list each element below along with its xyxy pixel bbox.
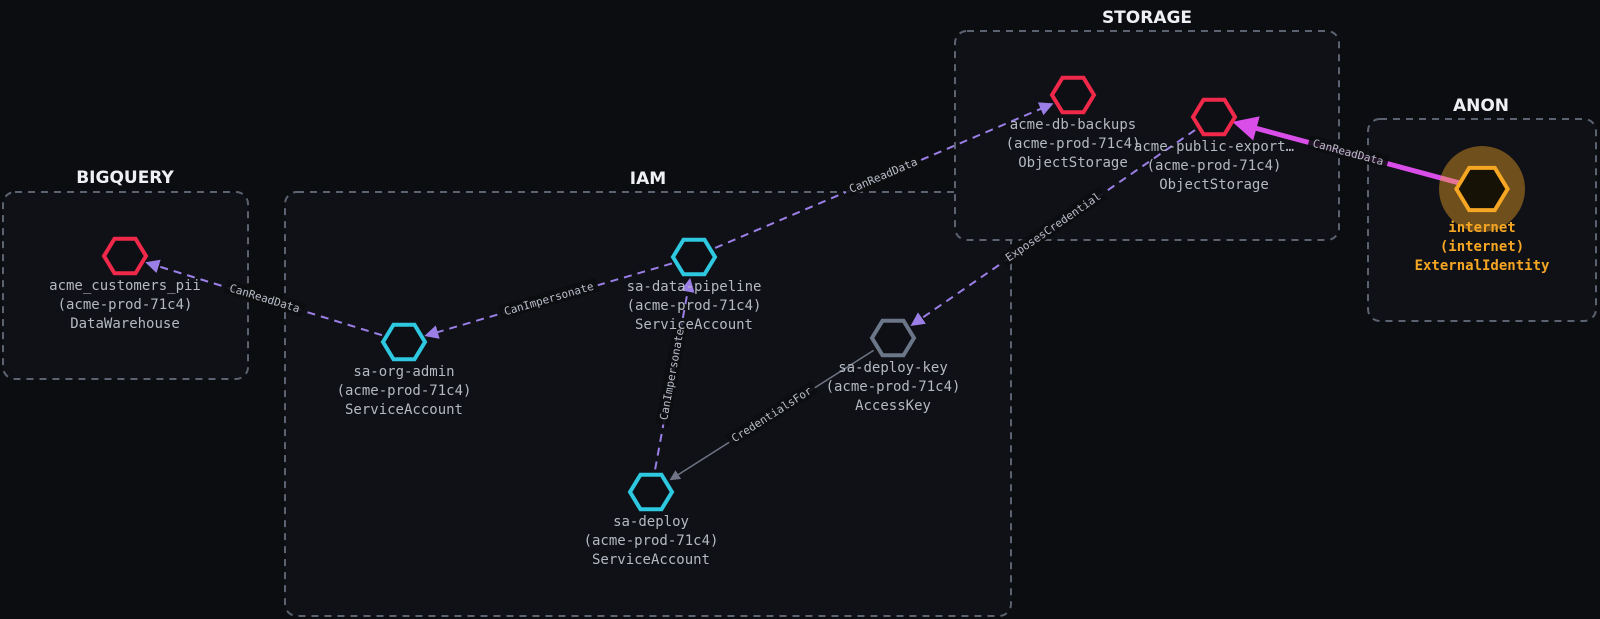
edge-label-background bbox=[724, 380, 819, 448]
group-bigquery-title: BIGQUERY bbox=[76, 168, 174, 188]
edge-label-background bbox=[223, 279, 306, 317]
node-type: ObjectStorage bbox=[1018, 155, 1128, 171]
node-type: ExternalIdentity bbox=[1415, 258, 1550, 274]
group-storage[interactable]: STORAGE bbox=[954, 8, 1340, 241]
group-bigquery[interactable]: BIGQUERY bbox=[2, 168, 249, 380]
node-type: ServiceAccount bbox=[592, 552, 710, 568]
node-name: acme-db-backups bbox=[1010, 117, 1136, 133]
group-iam[interactable]: IAM bbox=[284, 169, 1012, 617]
edge-label-background bbox=[1306, 134, 1390, 170]
group-anon-title: ANON bbox=[1453, 96, 1509, 116]
group-iam-title: IAM bbox=[630, 169, 666, 189]
edge-label-background bbox=[655, 322, 688, 426]
node-project: (acme-prod-71c4) bbox=[1006, 136, 1141, 152]
node-type: DataWarehouse bbox=[70, 316, 180, 332]
key-hexagon-icon bbox=[869, 318, 917, 358]
node-sa-data-pipeline[interactable]: sa-data-pipeline (acme-prod-71c4) ServiceA… bbox=[627, 237, 762, 333]
group-storage-box bbox=[954, 30, 1340, 241]
node-type: ServiceAccount bbox=[345, 402, 463, 418]
identity-hexagon-icon bbox=[380, 322, 428, 362]
group-bigquery-box bbox=[2, 191, 249, 380]
node-type: AccessKey bbox=[855, 398, 931, 414]
node-type: ObjectStorage bbox=[1159, 177, 1269, 193]
node-acme-customers-pii[interactable]: acme_customers_pii (acme-prod-71c4) DataWa… bbox=[49, 236, 201, 332]
node-project: (acme-prod-71c4) bbox=[627, 298, 762, 314]
edge-sa_deploy-to-sa_data_pipeline[interactable] bbox=[654, 277, 695, 470]
identity-hexagon-icon bbox=[627, 472, 675, 512]
node-name: sa-deploy bbox=[613, 514, 689, 530]
edge-label-background bbox=[998, 186, 1108, 267]
groups-layer: BIGQUERY IAM STORAGE ANON bbox=[2, 8, 1597, 617]
edge-label: CanReadData bbox=[847, 155, 919, 196]
node-sa-org-admin[interactable]: sa-org-admin (acme-prod-71c4) ServiceAccou… bbox=[337, 322, 472, 418]
node-acme-public-export[interactable]: acme-public-export… (acme-prod-71c4) Objec… bbox=[1134, 97, 1294, 193]
node-project: (acme-prod-71c4) bbox=[337, 383, 472, 399]
node-sa-deploy-key[interactable]: sa-deploy-key (acme-prod-71c4) AccessKey bbox=[826, 318, 961, 414]
node-name: internet bbox=[1448, 220, 1515, 236]
node-project: (acme-prod-71c4) bbox=[58, 297, 193, 313]
node-name: sa-deploy-key bbox=[838, 360, 948, 376]
storage-hexagon-icon bbox=[1190, 97, 1238, 137]
edge-label-background bbox=[842, 152, 924, 198]
edge-label-group: CanReadData bbox=[842, 152, 924, 198]
node-type: ServiceAccount bbox=[635, 317, 753, 333]
storage-hexagon-icon bbox=[1049, 75, 1097, 115]
node-project: (acme-prod-71c4) bbox=[584, 533, 719, 549]
node-project: (acme-prod-71c4) bbox=[826, 379, 961, 395]
storage-hexagon-icon bbox=[101, 236, 149, 276]
node-name: acme_customers_pii bbox=[49, 278, 201, 294]
edge-label-background bbox=[497, 277, 600, 320]
group-anon[interactable]: ANON bbox=[1367, 96, 1597, 322]
node-project: (acme-prod-71c4) bbox=[1147, 158, 1282, 174]
node-name: acme-public-export… bbox=[1134, 139, 1294, 155]
nodes-layer: acme_customers_pii (acme-prod-71c4) DataWa… bbox=[49, 75, 1550, 568]
node-name: sa-org-admin bbox=[353, 364, 454, 380]
identity-hexagon-icon bbox=[670, 237, 718, 277]
node-project: (internet) bbox=[1440, 239, 1524, 255]
node-sa-deploy[interactable]: sa-deploy (acme-prod-71c4) ServiceAccount bbox=[584, 472, 719, 568]
group-anon-box bbox=[1367, 118, 1597, 322]
node-internet[interactable]: internet (internet) ExternalIdentity bbox=[1415, 146, 1550, 274]
group-storage-title: STORAGE bbox=[1102, 8, 1192, 28]
group-iam-box bbox=[284, 191, 1012, 617]
node-name: sa-data-pipeline bbox=[627, 279, 762, 295]
node-acme-db-backups[interactable]: acme-db-backups (acme-prod-71c4) ObjectSto… bbox=[1006, 75, 1141, 171]
external-hexagon-icon bbox=[1454, 165, 1510, 213]
